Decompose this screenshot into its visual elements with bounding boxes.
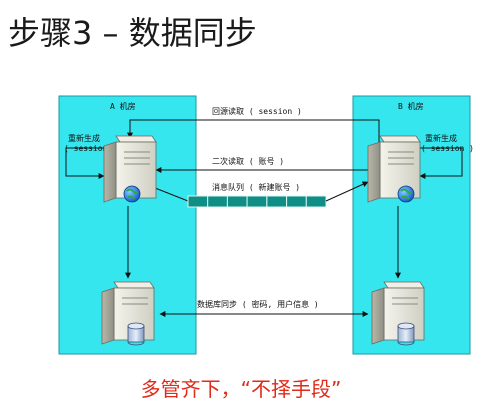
room-b-db-server [371, 281, 425, 346]
server-globe-icon [367, 135, 421, 203]
server-database-icon [371, 281, 425, 346]
db-sync-label: 数据库同步 ( 密码, 用户信息 ) [197, 299, 319, 309]
queue-segment [246, 195, 268, 208]
back-to-source-label: 回源读取 ( session ) [212, 106, 302, 116]
slide-title: 步骤3 – 数据同步 [8, 14, 257, 52]
secondary-read-label: 二次读取 ( 账号 ) [212, 156, 284, 166]
room-a-db-server [101, 281, 155, 346]
message-queue [187, 195, 327, 208]
message-queue-label: 消息队列 ( 新建账号 ) [212, 182, 300, 192]
room-a-app-server [103, 135, 157, 203]
queue-segment [266, 195, 288, 208]
back-to-source-arrow [127, 119, 380, 144]
bottom-caption: 多管齐下，“不择手段” [140, 377, 342, 401]
room-b-regen-label-1: 重新生成 [425, 133, 457, 143]
queue-segment [226, 195, 248, 208]
message-queue-out [325, 181, 369, 202]
queue-segment [207, 195, 228, 208]
room-a-regen-loop [65, 147, 105, 179]
room-a-regen-label-1: 重新生成 [68, 133, 100, 143]
queue-segment [286, 195, 307, 208]
server-database-icon [101, 281, 155, 346]
server-globe-icon [103, 135, 157, 203]
queue-segment [305, 195, 327, 208]
room-a-label: A 机房 [110, 101, 136, 111]
queue-segment [187, 195, 209, 208]
room-b-label: B 机房 [398, 101, 424, 111]
room-b-app-server [367, 135, 421, 203]
room-b-regen-loop [419, 147, 463, 179]
